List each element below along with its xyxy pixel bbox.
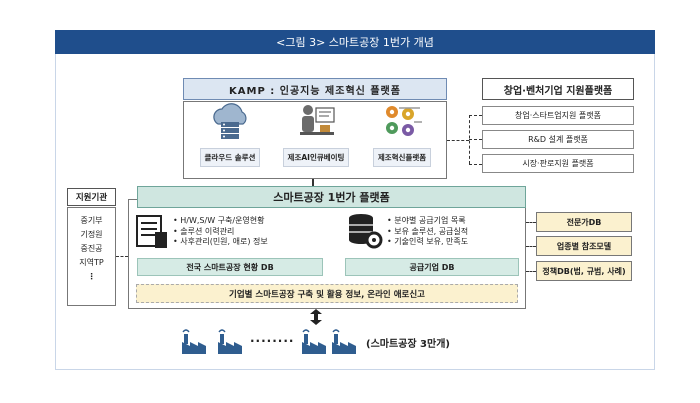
startup-item: 시장·판로지원 플랫폼	[482, 154, 634, 173]
support-org-item: 지역TP	[79, 258, 104, 267]
kamp-item-label: 제조AI인큐베이팅	[282, 148, 350, 167]
expert-db: 전문가DB	[536, 212, 632, 232]
kamp-item-ai: 제조AI인큐베이팅	[276, 102, 356, 180]
connector-line	[526, 246, 536, 247]
bullet-item: • H/W,S/W 구축/운영현황	[173, 216, 265, 225]
platform-bottom-bar: 기업별 스마트공장 구축 및 활용 정보, 온라인 애로신고	[136, 284, 518, 303]
bullet-item: • 기술인력 보유, 만족도	[387, 237, 469, 246]
bullet-item: • 사후관리(민원, 애로) 정보	[173, 237, 268, 246]
factory-icon	[302, 329, 326, 354]
support-org-item: 중기부	[80, 216, 103, 225]
factories-row: ········ (스마트공장 3만개)	[180, 326, 520, 358]
factory-icon	[182, 329, 206, 354]
kamp-item-label: 제조혁신플랫폼	[372, 148, 432, 167]
support-org-item: 기정원	[80, 230, 103, 239]
left-bullets: • H/W,S/W 구축/운영현황 • 솔루션 이력관리 • 사후관리(민원, …	[173, 216, 333, 248]
bullet-item: • 솔루션 이력관리	[173, 226, 235, 236]
factory-icon	[332, 329, 356, 354]
kamp-item-cloud: 클라우드 솔루션	[190, 102, 270, 180]
connector-line	[312, 179, 314, 187]
kamp-panel: 클라우드 솔루션 제조AI인큐베이팅 제조혁신플랫폼	[183, 101, 447, 179]
cloud-server-icon	[213, 103, 247, 139]
platform-header: 스마트공장 1번가 플랫폼	[137, 186, 526, 208]
kamp-item-label: 클라우드 솔루션	[199, 148, 261, 167]
kamp-header: KAMP : 인공지능 제조혁신 플랫폼	[183, 78, 447, 100]
connector-line	[469, 115, 482, 116]
factories-ellipsis: ········	[250, 334, 295, 348]
policy-db: 정책DB(법, 규범, 사례)	[536, 261, 632, 281]
startup-item: 창업·스타트업지원 플랫폼	[482, 106, 634, 125]
bidirectional-arrow-icon	[310, 309, 322, 325]
ai-incubating-icon	[300, 105, 335, 135]
startup-item: R&D 설계 플랫폼	[482, 130, 634, 149]
support-org-item: ⋮	[87, 272, 96, 281]
industry-model-db: 업종별 참조모델	[536, 236, 632, 256]
right-bullets: • 분야별 공급기업 목록 • 보유 솔루션, 공급실적 • 기술인력 보유, …	[387, 216, 527, 248]
support-orgs-list: 중기부 기정원 중진공 지역TP ⋮	[67, 207, 116, 306]
right-db-label: 공급기업 DB	[345, 258, 519, 276]
factory-icon	[218, 329, 242, 354]
left-db-label: 전국 스마트공장 현황 DB	[137, 258, 323, 276]
factories-label: (스마트공장 3만개)	[366, 339, 450, 350]
bullet-item: • 보유 솔루션, 공급실적	[387, 226, 469, 236]
connector-line	[447, 140, 469, 141]
connector-line	[469, 139, 482, 140]
connector-line	[526, 222, 536, 223]
database-gear-icon	[349, 214, 383, 249]
document-list-icon	[136, 215, 167, 248]
connector-line	[526, 271, 536, 272]
bullet-item: • 분야별 공급기업 목록	[387, 216, 466, 225]
support-org-item: 중진공	[80, 244, 103, 253]
figure-title: <그림 3> 스마트공장 1번가 개념	[55, 30, 655, 54]
support-orgs-header: 지원기관	[67, 188, 116, 206]
startup-header: 창업·벤처기업 지원플랫폼	[482, 78, 634, 100]
kamp-item-platform: 제조혁신플랫폼	[362, 102, 442, 180]
connector-line	[469, 164, 482, 165]
connector-line	[116, 256, 128, 257]
gears-icon	[386, 106, 422, 136]
